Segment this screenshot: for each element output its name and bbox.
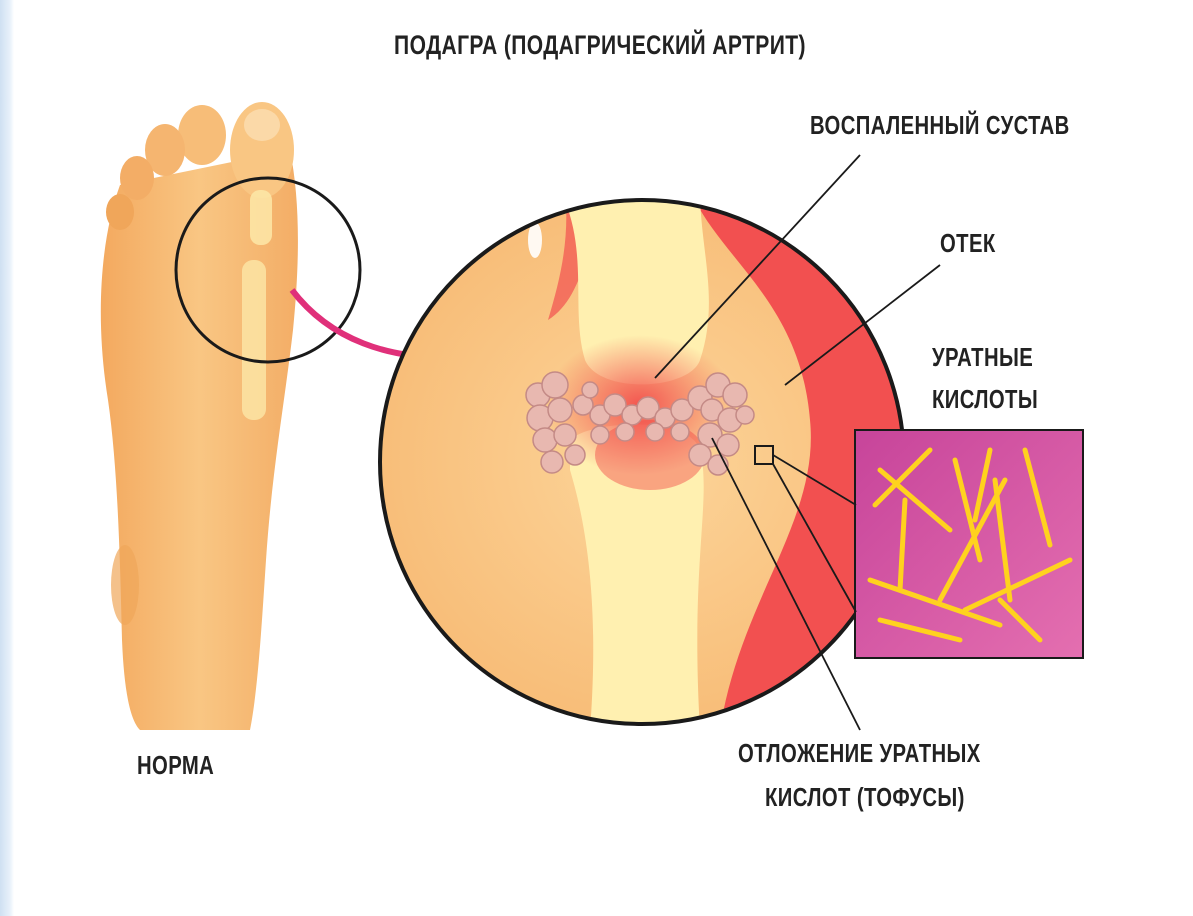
label-inflamed-joint: ВОСПАЛЕННЫЙ СУСТАВ xyxy=(810,110,1070,141)
foot-illustration xyxy=(101,102,360,730)
label-normal: НОРМА xyxy=(137,750,214,781)
normal-bone-phalanx xyxy=(250,190,272,245)
diagram-title: ПОДАГРА (ПОДАГРИЧЕСКИЙ АРТРИТ) xyxy=(382,30,819,61)
urate-crystals-panel xyxy=(855,430,1083,658)
label-deposit-2: КИСЛОТ (ТОФУСЫ) xyxy=(765,782,965,813)
toe-2 xyxy=(178,105,226,165)
label-deposit-1: ОТЛОЖЕНИЕ УРАТНЫХ xyxy=(738,738,981,769)
label-urate-acids-1: УРАТНЫЕ xyxy=(932,342,1033,373)
magnified-joint xyxy=(370,190,930,730)
toe-4 xyxy=(120,156,154,200)
toe-5 xyxy=(106,194,134,230)
label-edema: ОТЕК xyxy=(940,228,996,259)
toenail xyxy=(244,109,280,141)
ankle-bulge xyxy=(111,545,139,625)
normal-bone-metatarsal xyxy=(242,260,266,420)
label-urate-acids-2: КИСЛОТЫ xyxy=(932,384,1038,415)
